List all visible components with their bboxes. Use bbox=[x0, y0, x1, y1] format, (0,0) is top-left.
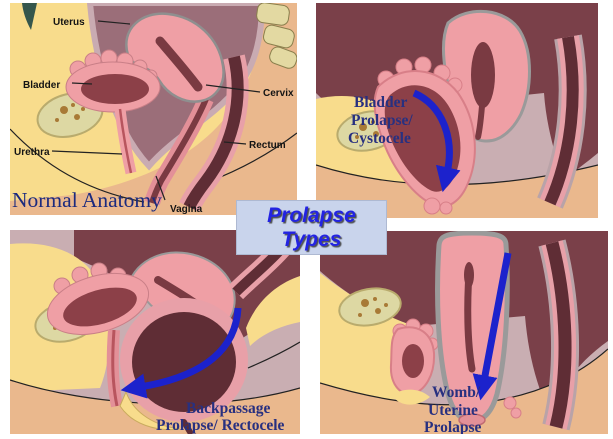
vulvar-folds bbox=[503, 396, 522, 419]
abdominal-cavity bbox=[320, 231, 608, 416]
vagina-label: Vagina bbox=[170, 204, 203, 215]
rectocele-label-line2: Prolapse/ Rectocele bbox=[156, 417, 285, 434]
rectocele-illustration: Backpassage Prolapse/ Rectocele bbox=[10, 230, 300, 434]
diagram-title-box: Prolapse Types bbox=[236, 200, 387, 255]
panel-bladder-prolapse: Bladder Prolapse/ Cystocele bbox=[316, 3, 598, 218]
collapsed-bladder-folds bbox=[389, 318, 439, 405]
spine-wedge bbox=[22, 3, 37, 30]
vagina-canal bbox=[149, 97, 209, 204]
bladder-prolapse-arrow-icon bbox=[412, 89, 461, 193]
cystocele-illustration: Bladder Prolapse/ Cystocele bbox=[316, 3, 598, 218]
fat-wedge bbox=[246, 276, 300, 346]
urethra-label: Urethra bbox=[14, 147, 50, 158]
urethra-canal bbox=[118, 108, 133, 174]
pubic-bone bbox=[338, 287, 402, 327]
uterine-prolapse-arrow-icon bbox=[472, 252, 512, 401]
uterine-label-line2: Uterine bbox=[428, 402, 478, 419]
bladder-organ bbox=[65, 49, 161, 113]
cervix-label: Cervix bbox=[263, 88, 294, 99]
bone-texture-dots bbox=[358, 297, 388, 317]
bone-texture-dots bbox=[55, 103, 85, 122]
cystocele-label-line3: Cystocele bbox=[348, 130, 411, 147]
sacrum-vertebrae bbox=[256, 3, 297, 69]
normal-anatomy-caption: Normal Anatomy bbox=[12, 188, 162, 212]
uterus-cavity bbox=[155, 36, 203, 92]
rectum-prolapse-arrow-icon bbox=[120, 307, 242, 399]
rectum-label: Rectum bbox=[249, 140, 286, 151]
uterus-cavity bbox=[471, 42, 495, 108]
cystocele-label-line2: Prolapse/ bbox=[351, 112, 413, 129]
prolapsed-rectum bbox=[119, 241, 290, 434]
normal-anatomy-illustration: Uterus Bladder Cervix Urethra Rectum Vag… bbox=[10, 3, 297, 215]
bladder-organ bbox=[46, 262, 150, 335]
rectocele-label-line1: Backpassage bbox=[186, 400, 271, 417]
uterus-label: Uterus bbox=[53, 17, 85, 28]
rectum-canal bbox=[545, 241, 572, 429]
uterine-label-line3: Prolapse bbox=[424, 419, 482, 434]
flesh-contour-line bbox=[10, 128, 145, 203]
panel-uterine-prolapse: Womb/ Uterine Prolapse bbox=[320, 231, 608, 434]
panel-rectocele: Backpassage Prolapse/ Rectocele bbox=[10, 230, 300, 434]
cystocele-label-line1: Bladder bbox=[354, 94, 408, 111]
bladder-label: Bladder bbox=[23, 80, 60, 91]
diagram-title-line1: Prolapse bbox=[267, 203, 356, 227]
flesh-contour-line bbox=[247, 341, 300, 369]
panel-normal-anatomy: Uterus Bladder Cervix Urethra Rectum Vag… bbox=[10, 3, 297, 215]
diagram-title-line2: Types bbox=[281, 227, 342, 251]
vagina-canal bbox=[111, 329, 119, 407]
uterine-label-line1: Womb/ bbox=[432, 384, 481, 401]
rectum-canal bbox=[544, 35, 579, 206]
uterine-prolapse-illustration: Womb/ Uterine Prolapse bbox=[320, 231, 608, 434]
bone-texture-dots bbox=[355, 120, 379, 139]
flesh-base bbox=[320, 349, 608, 434]
leader-lines bbox=[51, 20, 261, 201]
cervical-canal bbox=[475, 103, 485, 140]
